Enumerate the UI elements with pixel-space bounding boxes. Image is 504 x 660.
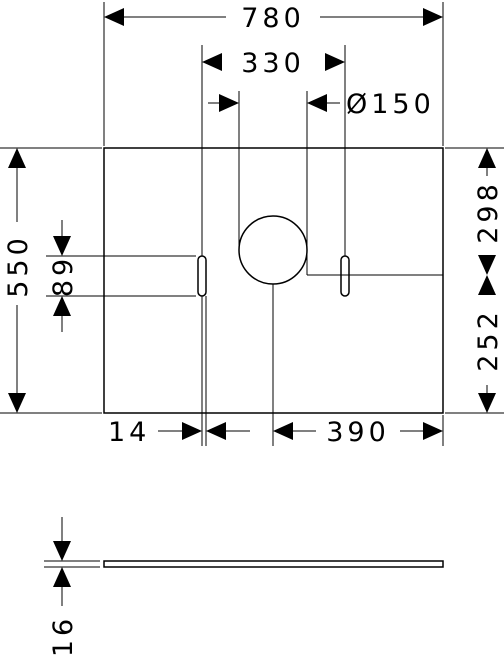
- dim-text-390: 390: [326, 417, 390, 448]
- dimension-slot-height: 89: [46, 220, 196, 332]
- dimension-slot-spacing: 330: [201, 45, 346, 256]
- dimension-thickness: 16: [44, 517, 100, 657]
- dimension-bottom: 14 390: [108, 284, 444, 448]
- center-hole: [238, 215, 308, 285]
- dim-text-14: 14: [108, 417, 150, 448]
- dim-text-252: 252: [473, 308, 504, 372]
- dim-text-298: 298: [473, 180, 504, 244]
- left-slot: [197, 255, 207, 297]
- dimension-right-depths: 298 252: [445, 147, 504, 414]
- dimension-overall-width: 780: [103, 2, 444, 146]
- dim-text-780: 780: [241, 3, 305, 34]
- dim-text-330: 330: [241, 48, 305, 79]
- dim-text-89: 89: [48, 255, 79, 297]
- shelf-side-profile: [103, 560, 444, 568]
- dimension-hole-diameter: Ø150: [208, 89, 443, 276]
- dimension-overall-depth: 550: [0, 147, 102, 414]
- dim-text-550: 550: [3, 234, 34, 298]
- dim-text-150: Ø150: [346, 89, 435, 120]
- dim-text-16: 16: [48, 615, 79, 657]
- right-slot: [340, 255, 350, 297]
